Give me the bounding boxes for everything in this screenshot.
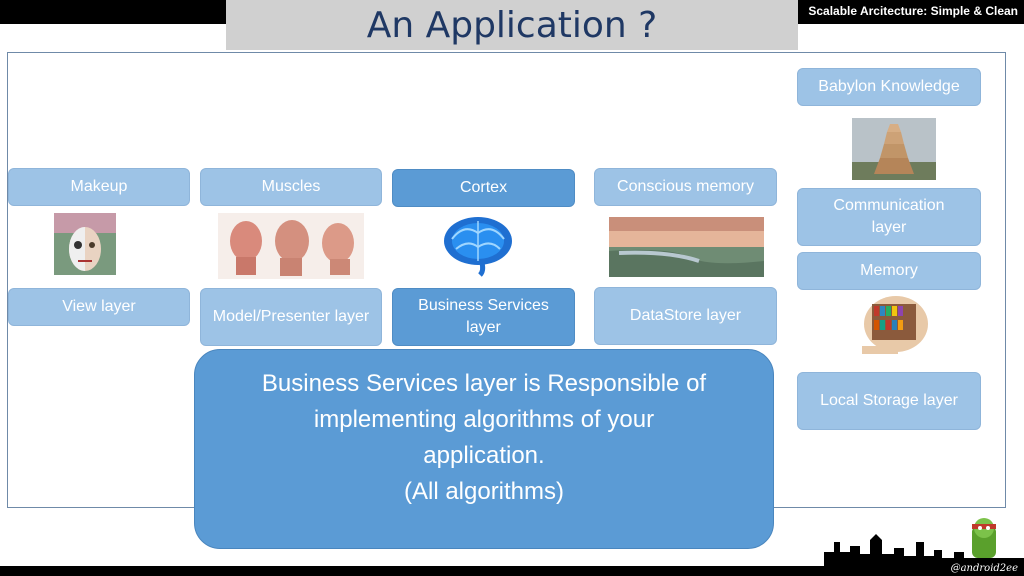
- business-services-layer-label: Business Services layer: [392, 288, 575, 346]
- local-storage-layer-label: Local Storage layer: [797, 372, 981, 430]
- bottom-bar: [0, 566, 1024, 576]
- callout-line-2: implementing algorithms of your: [313, 406, 655, 433]
- callout-line-3: application.: [423, 442, 545, 469]
- memory-label: Memory: [797, 252, 981, 290]
- slide-title: An Application ?: [366, 5, 658, 46]
- conscious-memory-label: Conscious memory: [594, 168, 777, 206]
- facial-muscles-image: [218, 213, 364, 279]
- view-layer-label: View layer: [8, 288, 190, 326]
- head-bookshelf-image: [862, 296, 928, 354]
- callout-line-1: Business Services layer is Responsible o…: [261, 370, 707, 397]
- brand-label: Scalable Arcitecture: Simple & Clean: [808, 4, 1018, 18]
- face-makeup-image: [54, 213, 116, 275]
- model-presenter-layer-label: Model/Presenter layer: [200, 288, 382, 346]
- paris-skyline-icon: [824, 518, 1024, 568]
- babylon-knowledge-label: Babylon Knowledge: [797, 68, 981, 106]
- business-services-callout: Business Services layer is Responsible o…: [194, 349, 774, 549]
- landscape-image: [609, 217, 764, 277]
- callout-line-4: (All algorithms): [403, 478, 565, 505]
- author-handle: @android2ee: [950, 563, 1018, 574]
- datastore-layer-label: DataStore layer: [594, 287, 777, 345]
- title-background: [226, 0, 798, 50]
- muscles-label: Muscles: [200, 168, 382, 206]
- communication-layer-label: Communication layer: [797, 188, 981, 246]
- brain-image: [444, 217, 512, 277]
- makeup-label: Makeup: [8, 168, 190, 206]
- cortex-label: Cortex: [392, 169, 575, 207]
- babel-tower-image: [852, 118, 936, 180]
